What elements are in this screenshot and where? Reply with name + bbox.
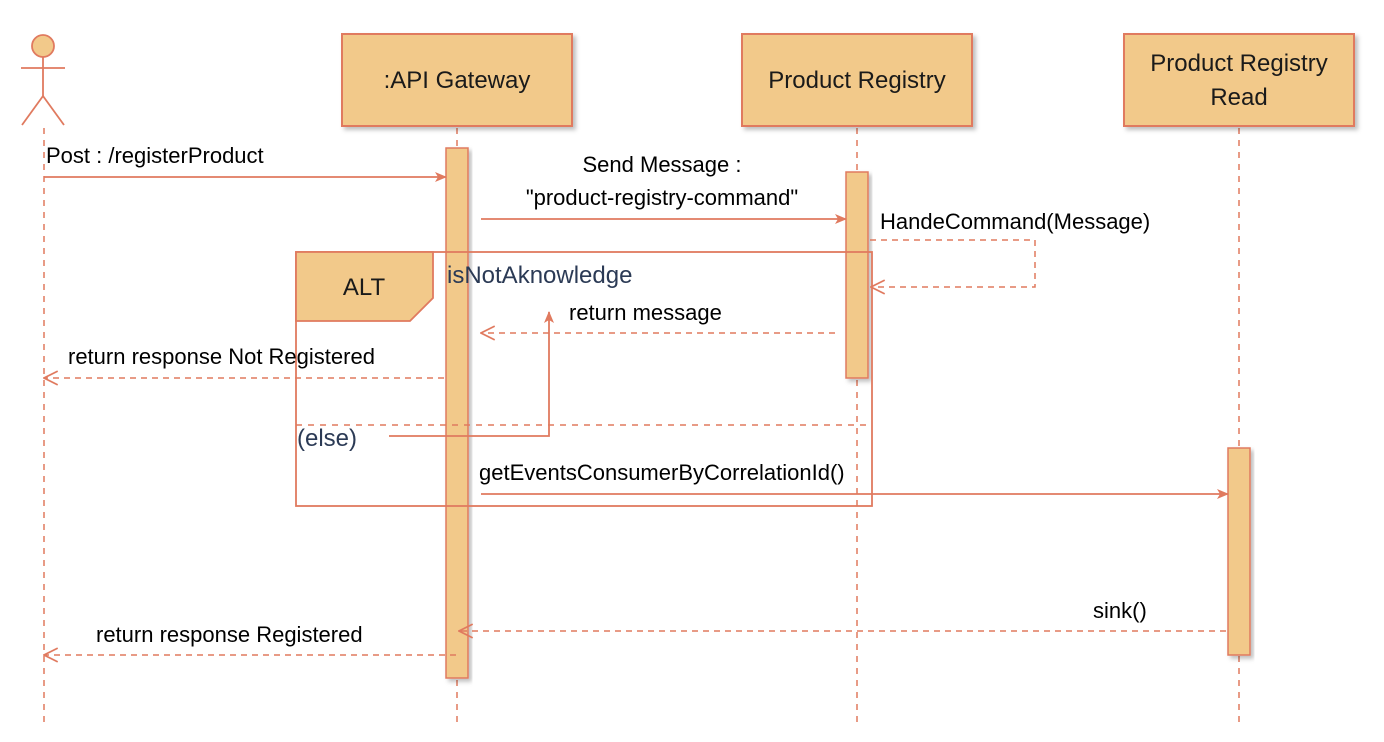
- participant-gateway: :API Gateway: [341, 33, 573, 127]
- message-post-label: Post : /registerProduct: [46, 143, 264, 168]
- alt-frame-tag: [295, 251, 434, 322]
- alt-guard-label: isNotAknowledge: [447, 262, 632, 289]
- message-handle-arrow: [870, 239, 1036, 287]
- else-connector: [389, 311, 554, 437]
- message-send-label-line2: "product-registry-command": [526, 185, 798, 210]
- message-not-registered-label: return response Not Registered: [68, 344, 375, 369]
- activation-registry-read: [1227, 447, 1251, 656]
- participant-registry-read-label-line2: Read: [1210, 84, 1267, 111]
- participant-registry-read-label-line1: Product Registry: [1150, 50, 1327, 77]
- alt-frame-tag-label: ALT: [343, 274, 386, 301]
- alt-else-label: (else): [297, 425, 357, 452]
- activation-registry: [845, 171, 869, 379]
- participant-registry-label: Product Registry: [768, 67, 945, 94]
- message-handle-label: HandeCommand(Message): [880, 209, 1150, 234]
- participant-gateway-label: :API Gateway: [384, 67, 531, 94]
- message-return-label: return message: [569, 300, 722, 325]
- message-registered-label: return response Registered: [96, 622, 363, 647]
- message-sink-label: sink(): [1093, 598, 1147, 623]
- alt-frame: ALT isNotAknowledge (else): [295, 251, 873, 507]
- activation-gateway: [445, 147, 469, 679]
- actor-icon: [21, 34, 65, 126]
- participant-registry-read: Product Registry Read: [1123, 33, 1355, 127]
- message-get-events-label: getEventsConsumerByCorrelationId(): [479, 460, 845, 485]
- message-send-label-line1: Send Message :: [583, 152, 742, 177]
- participant-registry: Product Registry: [741, 33, 973, 127]
